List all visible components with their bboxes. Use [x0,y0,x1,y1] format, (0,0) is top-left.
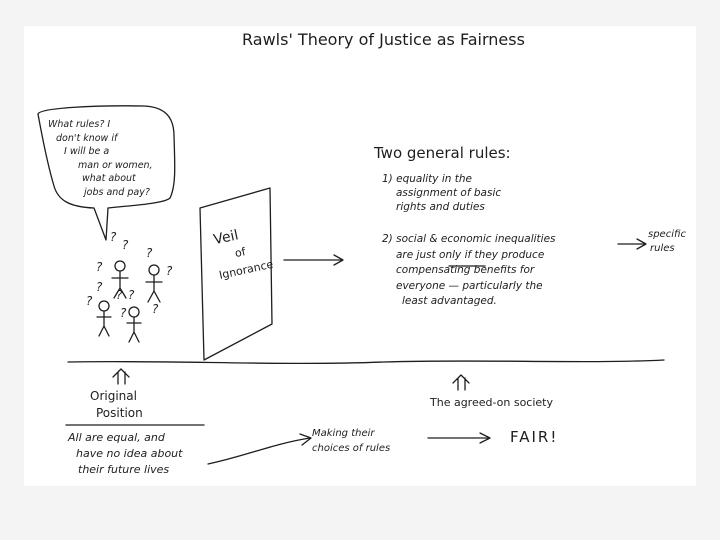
all-equal-text: All are equal, and have no idea about th… [68,430,182,478]
speech-line: I will be a [64,146,110,157]
rule-1-line: rights and duties [396,201,485,213]
veil-label: Veil of Ignorance [210,221,275,285]
arrow-veil-to-rules [283,254,344,266]
original-position-line: Original [90,389,137,403]
diagram-title: Rawls' Theory of Justice as Fairness [242,30,525,49]
question-mark: ? [128,288,135,302]
specific-rules-line: rules [650,243,675,254]
all-equal-line: All are equal, and [68,431,165,444]
question-mark: ? [166,264,173,278]
rule-1-line: equality in the [396,173,472,185]
rule-2-line: compensating benefits for [396,264,535,276]
rule-2-line: are just only if they produce [396,248,545,261]
rule-1: 1) equality in the assignment of basic r… [382,172,501,214]
all-equal-line: have no idea about [76,447,183,460]
original-position-label: Original Position [90,388,143,422]
rules-heading: Two general rules: [374,144,511,162]
agreed-society-label: The agreed-on society [430,396,554,409]
arrow-to-choices [207,433,312,465]
speech-line: what about [82,173,136,184]
fair-label: FAIR! [510,428,559,446]
rule-2-line: everyone — particularly the [396,279,543,292]
veil-panel [199,187,273,361]
rule-2-number: 2) [382,233,393,245]
question-mark: ? [116,288,123,302]
stick-figure-1 [111,260,129,299]
speech-line: jobs and pay? [84,186,150,198]
rule-2-line: least advantaged. [402,295,497,307]
question-mark: ? [110,230,117,244]
original-position-line: Position [96,406,143,420]
question-mark: ? [146,246,153,260]
rule-1-number: 1) [382,173,393,185]
diagram-sheet: Rawls' Theory of Justice as Fairness Wha… [24,26,696,486]
speech-line: man or women, [78,159,153,171]
question-mark: ? [122,238,129,252]
all-equal-line: their future lives [78,463,170,476]
stick-figure-4 [126,306,142,343]
arrow-to-fair [427,432,491,444]
up-arrow-agreed-society [452,374,470,391]
making-choices-line: choices of rules [312,443,391,454]
question-mark: ? [152,302,159,316]
making-choices-line: Making their [312,428,375,439]
up-arrow-original-position [112,368,130,385]
specific-rules-line: specific [648,229,686,240]
question-mark: ? [96,280,103,294]
speech-line: What rules? I [48,119,111,130]
specific-rules-label: specific rules [648,228,686,256]
question-mark: ? [86,294,93,308]
speech-bubble-text: What rules? I don't know if I will be a … [48,118,153,199]
question-mark: ? [96,260,103,274]
ground-line [67,359,665,365]
making-choices-text: Making their choices of rules [312,426,390,456]
diagram-drawing [37,105,665,465]
rule-2: 2) social & economic inequalities are ju… [382,232,556,310]
speech-bubble-outline [37,105,176,241]
arrow-to-specific-rules [617,238,647,250]
rule-1-line: assignment of basic [396,187,502,199]
speech-line: don't know if [56,132,118,144]
rule-2-line: social & economic inequalities [396,233,556,245]
stick-figure-2 [145,264,163,303]
stick-figure-3 [96,300,112,337]
question-mark: ? [120,306,127,320]
